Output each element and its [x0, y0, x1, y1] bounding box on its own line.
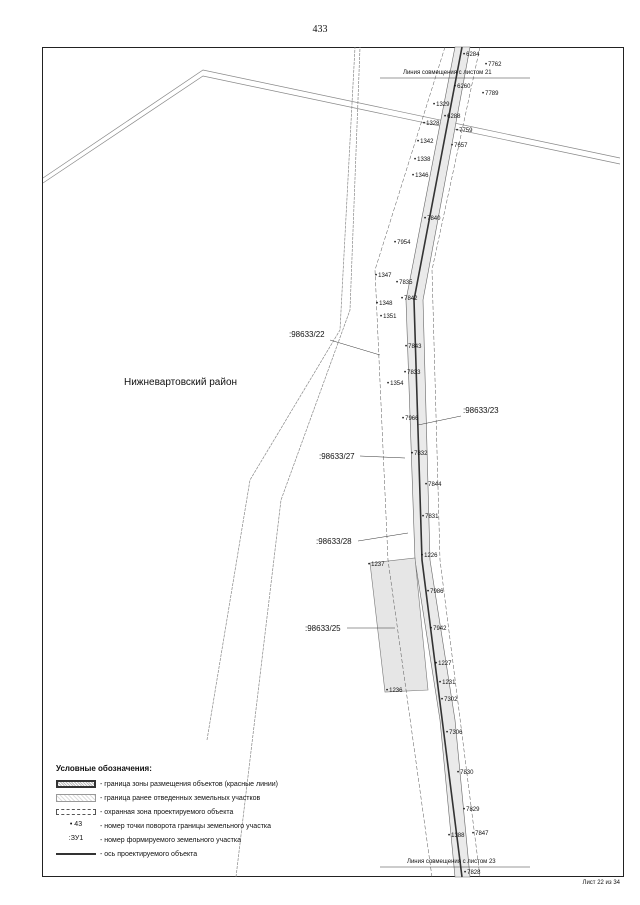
- point-label: 1342: [417, 139, 433, 145]
- legend-item: - ось проектируемого объекта: [56, 847, 278, 861]
- point-label: 1354: [387, 381, 403, 387]
- legend-text: - граница ранее отведенных земельных уча…: [100, 794, 261, 802]
- parcel-label-22: :98633/22: [289, 330, 325, 339]
- point-label: 7842: [401, 296, 417, 302]
- parcel-label-23: :98633/23: [463, 406, 499, 415]
- page-number: 433: [312, 24, 328, 35]
- legend-item: :ЗУ1 - номер формируемого земельного уча…: [56, 833, 278, 847]
- legend-text: - ось проектируемого объекта: [100, 850, 198, 858]
- legend-item: - граница зоны размещения объектов (крас…: [56, 777, 278, 791]
- point-symbol: • 43: [69, 821, 83, 828]
- point-label: 7835: [396, 280, 412, 286]
- axis-swatch: [56, 853, 96, 855]
- road-lines: [42, 46, 621, 878]
- point-label: 1338: [414, 157, 430, 163]
- point-label: 1347: [375, 273, 391, 279]
- previous-parcel-swatch: [56, 794, 96, 802]
- point-label: 1237: [368, 562, 384, 568]
- red-line-swatch: [56, 780, 96, 788]
- protection-zone: [374, 46, 481, 878]
- point-label: 1351: [380, 314, 396, 320]
- point-label: 1226: [421, 553, 437, 559]
- point-label: 1231: [439, 680, 455, 686]
- point-label: 7762: [485, 62, 501, 68]
- legend-item: - граница ранее отведенных земельных уча…: [56, 791, 278, 805]
- point-label: 7847: [472, 831, 488, 837]
- point-label: 7657: [451, 143, 467, 149]
- parcel-number-symbol: :ЗУ1: [68, 835, 84, 842]
- joint-line-bottom-label: Линия совмещения с листом 23: [407, 859, 496, 865]
- sheet-footer: Лист 22 из 34: [582, 880, 621, 886]
- point-label: 7302: [441, 697, 457, 703]
- protection-zone-swatch: [56, 809, 96, 815]
- point-label: 1388: [448, 833, 464, 839]
- point-label: 7840: [424, 216, 440, 222]
- parcel-label-28: :98633/28: [316, 537, 352, 546]
- point-label: 7831: [422, 514, 438, 520]
- previous-parcel-25: [369, 557, 429, 693]
- legend-item: - охранная зона проектируемого объекта: [56, 805, 278, 819]
- parcel-label-25: :98633/25: [305, 624, 341, 633]
- point-label: 7966: [402, 416, 418, 422]
- point-label: 1346: [412, 173, 428, 179]
- point-label: 7306: [446, 730, 462, 736]
- point-label: 7828: [464, 870, 480, 876]
- point-label: 7830: [457, 770, 473, 776]
- point-label: 1328: [423, 121, 439, 127]
- point-label: 1227: [435, 661, 451, 667]
- point-label: 7789: [482, 91, 498, 97]
- legend-item: • 43 - номер точки поворота границы земе…: [56, 819, 278, 833]
- point-label: 7829: [463, 807, 479, 813]
- district-label: Нижневартовский район: [124, 377, 238, 388]
- legend-text: - номер формируемого земельного участка: [100, 836, 241, 844]
- point-label: 7832: [411, 451, 427, 457]
- legend-text: - граница зоны размещения объектов (крас…: [100, 780, 279, 788]
- joint-line-top-label: Линия совмещения с листом 21: [403, 70, 492, 76]
- project-axis: [413, 46, 463, 878]
- legend-text: - номер точки поворота границы земельног…: [100, 822, 272, 830]
- point-label: 7954: [394, 240, 410, 246]
- point-label: 1329: [433, 102, 449, 108]
- point-label: 1236: [386, 688, 402, 694]
- point-label: 1348: [376, 301, 392, 307]
- legend-text: - охранная зона проектируемого объекта: [100, 808, 234, 816]
- point-label: 6288: [444, 114, 460, 120]
- parcel-label-27: :98633/27: [319, 452, 355, 461]
- map-legend: Условные обозначения: - граница зоны раз…: [56, 764, 278, 861]
- point-label: 7833: [404, 370, 420, 376]
- map-sheet-frame: [42, 47, 624, 877]
- point-label: 7844: [425, 482, 441, 488]
- point-label: 7986: [427, 589, 443, 595]
- point-label: 7843: [405, 344, 421, 350]
- point-label: 6284: [463, 52, 479, 58]
- leader-lines: [329, 339, 462, 629]
- joint-lines: [380, 77, 530, 868]
- legend-title: Условные обозначения:: [56, 764, 152, 773]
- point-label: 7759: [456, 128, 472, 134]
- point-label: 6260: [454, 84, 470, 90]
- point-label: 7942: [430, 626, 446, 632]
